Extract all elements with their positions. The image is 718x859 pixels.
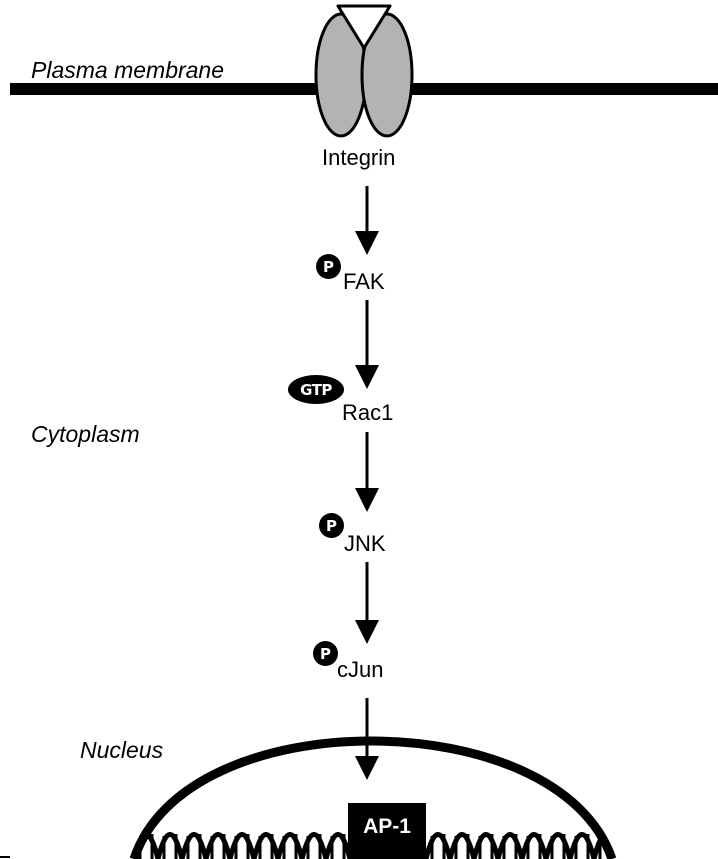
gtp-badge-rac1: GTP: [288, 375, 344, 404]
nucleus-label: Nucleus: [80, 737, 163, 764]
integrin-receptor: [316, 6, 412, 136]
jnk-label: JNK: [344, 531, 386, 557]
cytoplasm-label: Cytoplasm: [31, 421, 140, 448]
integrin-label: Integrin: [322, 145, 395, 171]
cjun-label: cJun: [337, 657, 383, 683]
phospho-badge-jnk: P: [319, 513, 344, 538]
rac1-label: Rac1: [342, 400, 393, 426]
ap1-box: AP-1: [348, 803, 426, 859]
phospho-badge-fak: P: [316, 254, 341, 279]
fak-label: FAK: [343, 269, 385, 295]
plasma-membrane-label: Plasma membrane: [31, 57, 224, 84]
phospho-badge-cjun: P: [313, 641, 338, 666]
